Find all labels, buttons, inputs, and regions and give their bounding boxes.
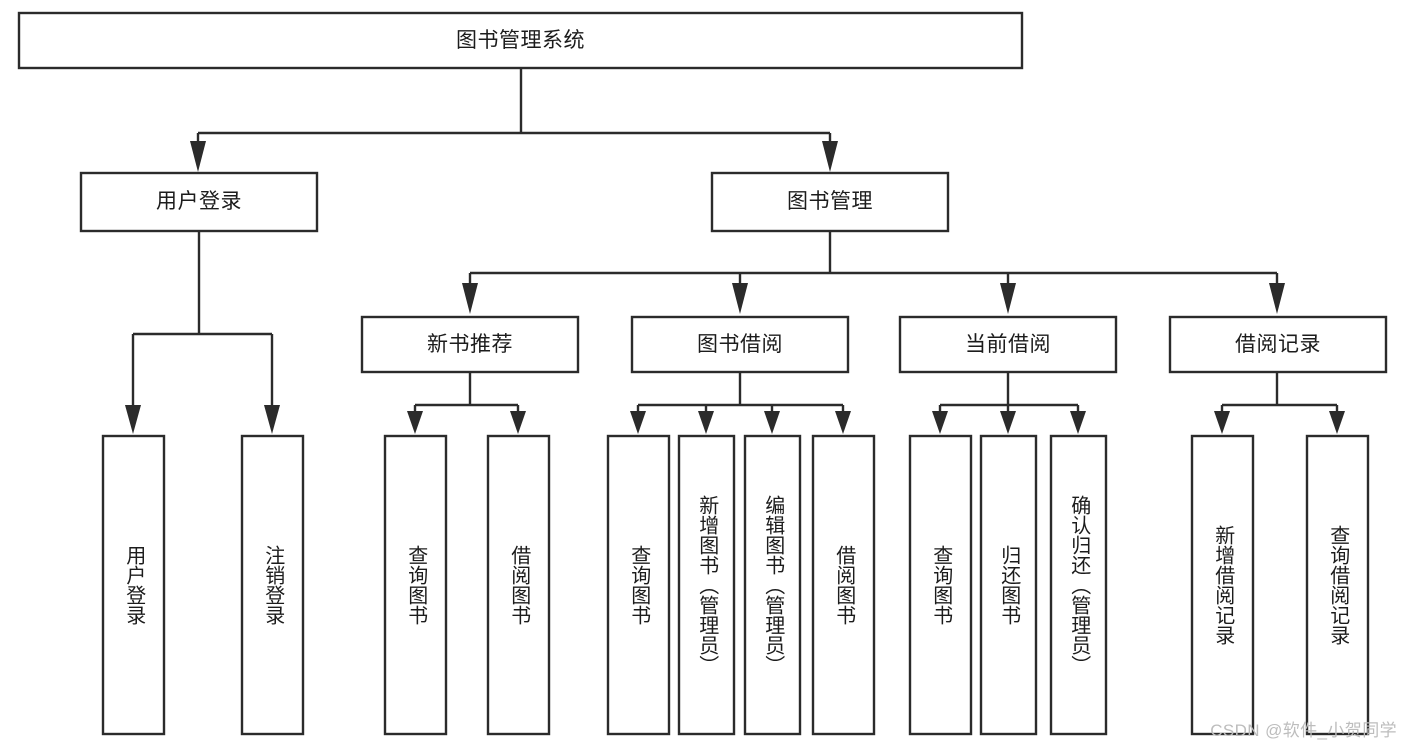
arrowhead-current-borrow bbox=[1000, 283, 1016, 314]
node-box-current-borrow[interactable] bbox=[898, 315, 1118, 374]
arrowhead-bookborrow-leaf-1 bbox=[630, 411, 646, 434]
node-label-borrow-record: 借阅记录 bbox=[1235, 332, 1321, 356]
leaf-label-confirm-return: 确认归还（管理员） bbox=[1067, 495, 1090, 675]
arrowhead-newbook-leaf-2 bbox=[510, 411, 526, 434]
node-box-leaf-return-book[interactable] bbox=[979, 434, 1038, 736]
node-box-root[interactable] bbox=[17, 11, 1024, 70]
leaf-label-edit-book: 编辑图书（管理员） bbox=[761, 495, 784, 675]
arrowhead-new-book bbox=[462, 283, 478, 314]
page-title: 图书管理系统 bbox=[456, 28, 585, 52]
node-box-leaf-query-book-3[interactable] bbox=[908, 434, 973, 736]
arrowhead-bookborrow-leaf-2 bbox=[698, 411, 714, 434]
node-box-book-management[interactable] bbox=[710, 171, 950, 233]
node-label-user-login: 用户登录 bbox=[156, 190, 242, 214]
node-box-leaf-add-record[interactable] bbox=[1190, 434, 1255, 736]
node-box-leaf-query-record[interactable] bbox=[1305, 434, 1370, 736]
node-box-leaf-edit-book[interactable] bbox=[743, 434, 802, 736]
leaf-label-return-book: 归还图书 bbox=[997, 545, 1020, 625]
node-label-new-book-recommend: 新书推荐 bbox=[427, 332, 513, 356]
leaf-label-query-record: 查询借阅记录 bbox=[1326, 525, 1349, 645]
node-box-leaf-user-login[interactable] bbox=[101, 434, 166, 736]
node-box-leaf-query-book-2[interactable] bbox=[606, 434, 671, 736]
arrowhead-borrowrecord-leaf-1 bbox=[1214, 411, 1230, 434]
arrowhead-borrow-record bbox=[1269, 283, 1285, 314]
arrowhead-leaf-logout bbox=[264, 405, 280, 434]
leaf-label-query-book-3: 查询图书 bbox=[929, 545, 952, 625]
node-box-new-book-recommend[interactable] bbox=[360, 315, 580, 374]
arrowhead-leaf-user-login bbox=[125, 405, 141, 434]
arrowhead-bookborrow-leaf-4 bbox=[835, 411, 851, 434]
arrowhead-book-borrow bbox=[732, 283, 748, 314]
node-box-leaf-add-book[interactable] bbox=[677, 434, 736, 736]
arrowhead-currentborrow-leaf-3 bbox=[1070, 411, 1086, 434]
arrowhead-bookmgmt bbox=[822, 141, 838, 172]
leaf-label-add-record: 新增借阅记录 bbox=[1211, 525, 1234, 645]
node-box-leaf-borrow-book-2[interactable] bbox=[811, 434, 876, 736]
arrowhead-currentborrow-leaf-2 bbox=[1000, 411, 1016, 434]
arrowhead-currentborrow-leaf-1 bbox=[932, 411, 948, 434]
leaf-label-query-book-2: 查询图书 bbox=[627, 545, 650, 625]
node-box-book-borrow[interactable] bbox=[630, 315, 850, 374]
leaf-label-user-login: 用户登录 bbox=[122, 545, 145, 625]
leaf-label-query-book-1: 查询图书 bbox=[404, 545, 427, 625]
leaf-label-add-book: 新增图书（管理员） bbox=[695, 495, 718, 675]
node-box-leaf-confirm-return[interactable] bbox=[1049, 434, 1108, 736]
node-box-leaf-query-book-1[interactable] bbox=[383, 434, 448, 736]
watermark-text: CSDN @软件_小贺同学 bbox=[1210, 721, 1397, 740]
node-label-book-borrow: 图书借阅 bbox=[697, 332, 783, 356]
leaf-label-logout: 注销登录 bbox=[261, 545, 284, 625]
arrowhead-bookborrow-leaf-3 bbox=[764, 411, 780, 434]
node-box-leaf-logout[interactable] bbox=[240, 434, 305, 736]
node-box-user-login[interactable] bbox=[79, 171, 319, 233]
leaf-label-borrow-book-2: 借阅图书 bbox=[832, 545, 855, 625]
arrowhead-userlogin bbox=[190, 141, 206, 172]
arrowhead-borrowrecord-leaf-2 bbox=[1329, 411, 1345, 434]
node-label-current-borrow: 当前借阅 bbox=[965, 332, 1051, 356]
node-box-leaf-borrow-book-1[interactable] bbox=[486, 434, 551, 736]
node-label-book-management: 图书管理 bbox=[787, 190, 873, 214]
arrowhead-newbook-leaf-1 bbox=[407, 411, 423, 434]
leaf-label-borrow-book-1: 借阅图书 bbox=[507, 545, 530, 625]
